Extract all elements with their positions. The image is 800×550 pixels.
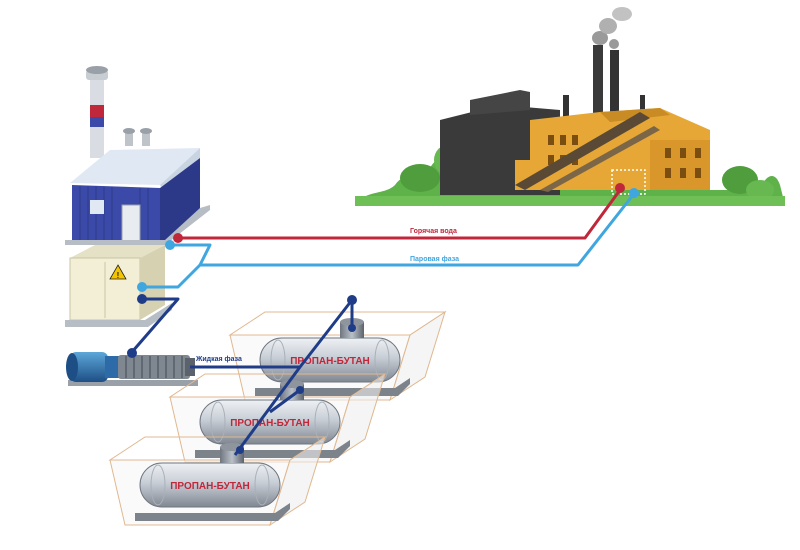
tank-label: ПРОПАН-БУТАН (290, 356, 370, 367)
tank-label: ПРОПАН-БУТАН (230, 418, 310, 429)
control-cabinet-icon: ! (65, 245, 172, 327)
hot-water-pipe (173, 183, 625, 243)
warning-icon: ! (109, 264, 127, 280)
tank-label: ПРОПАН-БУТАН (170, 481, 250, 492)
gas-tank-icon: ПРОПАН-БУТАН (168, 372, 387, 464)
smoke (592, 7, 632, 49)
liquid-phase-pipe (127, 294, 357, 456)
gas-tank-icon: ПРОПАН-БУТАН (108, 435, 327, 527)
vapor-phase-pipe (137, 188, 639, 292)
pump-icon (66, 352, 198, 386)
factory-icon (355, 7, 785, 206)
gas-tank-icon: ПРОПАН-БУТАН (228, 310, 447, 402)
svg-text:!: ! (117, 271, 120, 280)
hot-water-label: Горячая вода (410, 228, 457, 235)
vapor-phase-label: Паровая фаза (410, 256, 459, 263)
connection-box (611, 169, 646, 195)
liquid-phase-label: Жидкая фаза (195, 356, 242, 363)
boiler-house-icon (65, 66, 210, 245)
